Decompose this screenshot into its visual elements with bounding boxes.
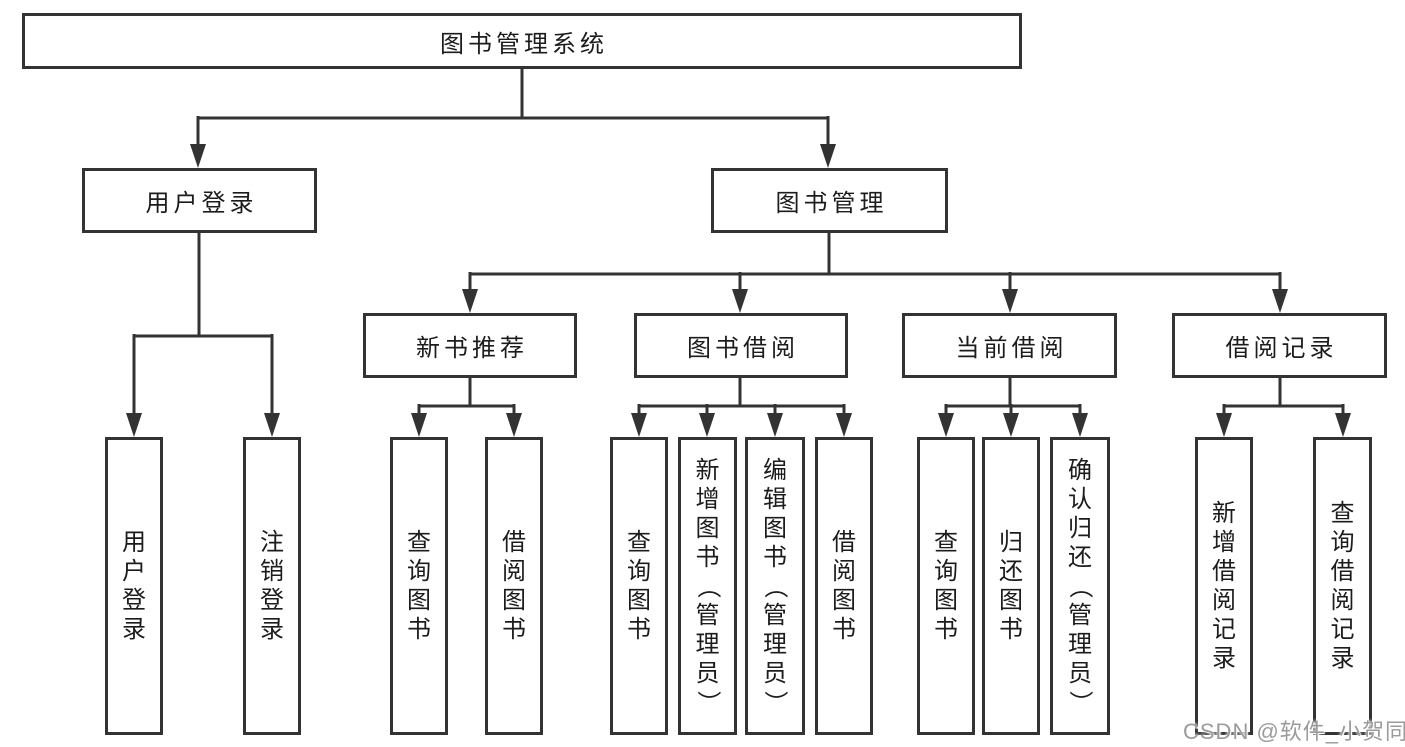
node-user-login: 用户登录: [82, 168, 317, 233]
node-current-borrow-label: 当前借阅: [955, 335, 1068, 362]
leaf-query-books-borrow-label: 查询图书: [627, 529, 651, 643]
node-borrow-records-label: 借阅记录: [1225, 335, 1338, 362]
leaf-add-borrow-record: 新增借阅记录: [1195, 437, 1253, 735]
node-root-label: 图书管理系统: [440, 30, 608, 58]
node-book-borrow: 图书借阅: [634, 313, 848, 378]
leaf-logout-login-label: 注销登录: [260, 529, 284, 643]
connector-bookborrow-to-leaves: [631, 378, 852, 437]
arrowhead: [190, 144, 206, 168]
node-book-management: 图书管理: [711, 168, 948, 233]
arrowhead: [732, 289, 748, 313]
leaf-query-books-current: 查询图书: [917, 437, 975, 735]
node-new-book-recommend: 新书推荐: [363, 313, 577, 378]
leaf-add-borrow-record-label: 新增借阅记录: [1212, 500, 1236, 672]
leaf-query-borrow-record: 查询借阅记录: [1313, 437, 1372, 735]
leaf-logout-login: 注销登录: [243, 437, 301, 735]
leaf-return-books: 归还图书: [982, 437, 1040, 735]
connector-root-to-level2: [190, 69, 836, 168]
arrowhead: [411, 413, 427, 437]
leaf-return-books-label: 归还图书: [999, 529, 1023, 643]
leaf-query-borrow-record-label: 查询借阅记录: [1330, 500, 1355, 672]
leaf-user-login-label: 用户登录: [122, 529, 146, 643]
node-book-management-label: 图书管理: [775, 190, 888, 217]
connector-currentborrow-to-leaves: [938, 378, 1088, 437]
arrowhead: [264, 413, 280, 437]
arrowhead: [1216, 413, 1232, 437]
node-root: 图书管理系统: [22, 13, 1022, 69]
node-current-borrow: 当前借阅: [902, 313, 1117, 378]
arrowhead: [126, 413, 142, 437]
leaf-confirm-return-admin-label: 确认归还（管理员）: [1066, 456, 1094, 715]
leaf-add-book-admin-label: 新增图书（管理员）: [694, 456, 721, 715]
connector-borrowrecords-to-leaves: [1216, 378, 1351, 437]
leaf-confirm-return-admin: 确认归还（管理员）: [1050, 437, 1110, 735]
arrowhead: [1272, 289, 1288, 313]
leaf-edit-book-admin: 编辑图书（管理员）: [745, 437, 805, 735]
arrowhead: [767, 413, 783, 437]
leaf-query-books-recommend: 查询图书: [390, 437, 448, 735]
node-user-login-label: 用户登录: [145, 190, 258, 217]
leaf-add-book-admin: 新增图书（管理员）: [678, 437, 737, 735]
leaf-borrow-books-label: 借阅图书: [832, 529, 856, 643]
arrowhead: [699, 413, 715, 437]
arrowhead: [820, 144, 836, 168]
arrowhead: [631, 413, 647, 437]
arrowhead: [462, 289, 478, 313]
connector-userlogin-to-leaves: [126, 233, 280, 437]
leaf-query-books-recommend-label: 查询图书: [407, 529, 431, 643]
leaf-borrow-books-recommend: 借阅图书: [485, 437, 543, 735]
leaf-query-books-borrow: 查询图书: [610, 437, 668, 735]
arrowhead: [1002, 289, 1018, 313]
arrowhead: [1335, 413, 1351, 437]
arrowhead: [836, 413, 852, 437]
leaf-user-login: 用户登录: [105, 437, 163, 735]
connector-newbook-to-leaves: [411, 378, 522, 437]
node-borrow-records: 借阅记录: [1172, 313, 1387, 378]
arrowhead: [1072, 413, 1088, 437]
arrowhead: [506, 413, 522, 437]
connector-bookmgmt-to-level3: [462, 233, 1288, 313]
leaf-borrow-books: 借阅图书: [815, 437, 873, 735]
arrowhead: [938, 413, 954, 437]
node-new-book-recommend-label: 新书推荐: [416, 335, 528, 362]
arrowhead: [1003, 413, 1019, 437]
node-book-borrow-label: 图书借阅: [687, 335, 799, 362]
leaf-borrow-books-recommend-label: 借阅图书: [502, 529, 526, 643]
leaf-edit-book-admin-label: 编辑图书（管理员）: [761, 456, 789, 715]
watermark: CSDN @软件_小贺同学: [1183, 719, 1405, 744]
leaf-query-books-current-label: 查询图书: [934, 529, 958, 643]
